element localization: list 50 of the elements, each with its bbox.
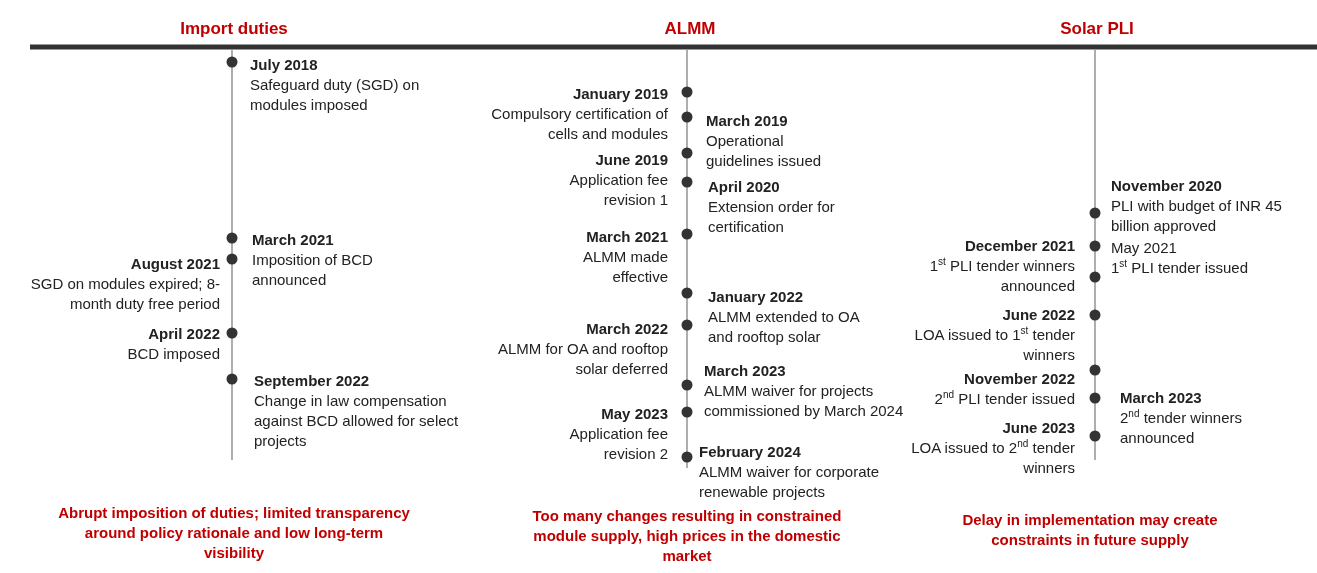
event-description: Application fee revision 2: [568, 424, 668, 464]
date-label: March 2019: [706, 111, 788, 131]
date-label: March 2023: [704, 361, 786, 381]
event-description: 1$^{st}$ PLI tender issued: [1111, 258, 1250, 278]
event-description: ALMM extended to OA and rooftop solar: [708, 307, 861, 347]
date-label: May 2023: [601, 404, 668, 424]
section-heading: Import duties: [179, 19, 289, 39]
date-label: March 2021: [586, 227, 668, 247]
date-label: August 2021: [130, 254, 220, 274]
event-description: ALMM for OA and rooftop solar deferred: [496, 339, 668, 379]
event-description: Change in law compensation against BCD allowed for select projects: [254, 391, 460, 451]
date-label: December 2021: [964, 236, 1075, 256]
date-label: November 2020: [1111, 176, 1222, 196]
date-label: June 2019: [595, 150, 668, 170]
conclusion-text: Too many changes resulting in constrained module supply, high prices in the domestic market: [531, 506, 843, 566]
date-label: January 2022: [708, 287, 804, 307]
event-description: Operational guidelines issued: [706, 131, 823, 171]
date-label: April 2022: [148, 324, 220, 344]
event-description: LOA issued to 1$^{st}$ tender winners: [913, 325, 1075, 365]
event-description: BCD imposed: [126, 344, 220, 364]
section-heading: ALMM: [663, 19, 717, 39]
event-description: Imposition of BCD announced: [252, 250, 374, 290]
section-heading: Solar PLI: [1059, 19, 1135, 39]
event-description: 2$^{nd}$ tender winners announced: [1120, 408, 1244, 448]
date-label: April 2020: [708, 177, 780, 197]
event-description: 1$^{st}$ PLI tender winners announced: [928, 256, 1075, 296]
event-description: SGD on modules expired; 8-month duty free period: [29, 274, 220, 314]
event-description: 2$^{nd}$ PLI tender issued: [933, 389, 1075, 409]
date-label: March 2022: [586, 319, 668, 339]
conclusion-text: Delay in implementation may create constraints in future supply: [961, 510, 1219, 550]
date-label: June 2022: [1002, 305, 1075, 325]
date-label: November 2022: [964, 369, 1075, 389]
date-label: May 2021: [1111, 238, 1177, 258]
event-description: Compulsory certification of cells and modules: [490, 104, 668, 144]
event-description: Safeguard duty (SGD) on modules imposed: [250, 75, 421, 115]
date-label: January 2019: [572, 84, 668, 104]
event-description: LOA issued to 2$^{nd}$ tender winners: [910, 438, 1075, 478]
date-label: March 2023: [1120, 388, 1202, 408]
event-description: PLI with budget of INR 45 billion approved: [1111, 196, 1283, 236]
event-description: ALMM waiver for projects commissioned by March 2024: [704, 381, 905, 421]
date-label: June 2023: [1002, 418, 1075, 438]
event-description: ALMM waiver for corporate renewable projects: [699, 462, 881, 502]
date-label: February 2024: [699, 442, 801, 462]
event-description: Application fee revision 1: [568, 170, 668, 210]
date-label: July 2018: [250, 55, 318, 75]
conclusion-text: Abrupt imposition of duties; limited transparency around policy rationale and low long-term visibility: [57, 503, 411, 563]
event-description: ALMM made effective: [581, 247, 668, 287]
date-label: September 2022: [254, 371, 370, 391]
date-label: March 2021: [252, 230, 334, 250]
event-description: Extension order for certification: [708, 197, 836, 237]
